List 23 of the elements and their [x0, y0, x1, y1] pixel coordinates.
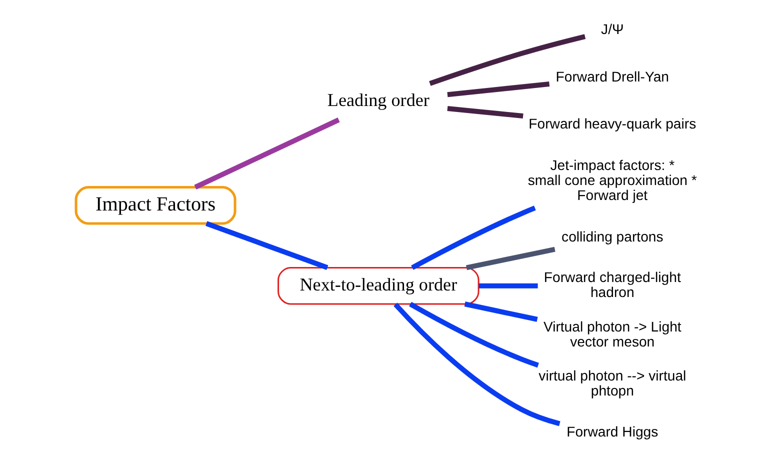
connector	[464, 302, 538, 322]
connector	[410, 206, 536, 270]
node-text: Jet-impact factors: * small cone approximation * Forward jet	[527, 156, 696, 203]
node-text: virtual photon --> virtual phtopn	[538, 368, 686, 399]
node-text: Forward Drell-Yan	[555, 68, 668, 84]
node-text: Forward charged-light hadron	[543, 269, 680, 300]
node-text: colliding partons	[561, 228, 663, 244]
connector	[446, 106, 523, 119]
node-text: Virtual photon -> Light vector meson	[542, 318, 681, 350]
node-text: Forward heavy-quark pairs	[528, 116, 696, 132]
node-text: Leading order	[326, 90, 429, 110]
connector	[194, 118, 340, 190]
connector	[428, 34, 586, 86]
connector	[408, 302, 538, 368]
connector	[446, 81, 550, 98]
connector	[205, 221, 328, 270]
node-box: Next-to-leading order	[277, 266, 479, 305]
connector	[478, 283, 538, 288]
connector	[393, 302, 560, 426]
connector	[465, 246, 555, 270]
node-box: Impact Factors	[74, 186, 236, 225]
node-text: Forward Higgs	[566, 423, 658, 440]
node-text: J/Ψ	[600, 20, 624, 37]
